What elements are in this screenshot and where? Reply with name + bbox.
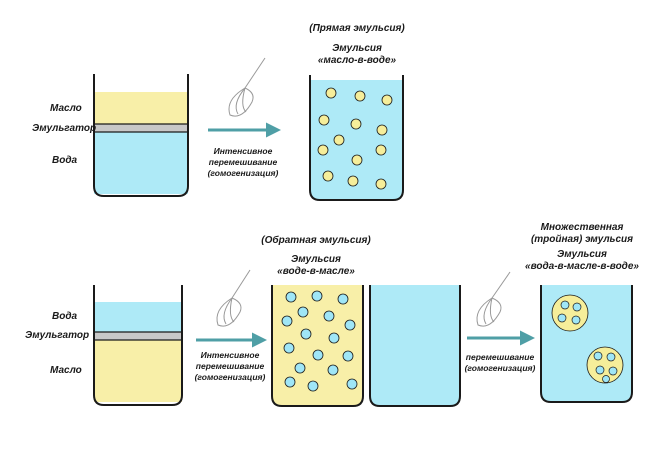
arrow-caption-bottom-left: Интенсивное перемешивание (гомогенизация…	[194, 350, 266, 382]
whisk-icon-top	[228, 57, 266, 117]
label-emulsifier-bottom: Эмульгатор	[25, 330, 90, 341]
heading-reverse-emulsion: (Обратная эмульсия)	[261, 235, 371, 246]
beaker-water-oil-bottom	[93, 285, 183, 406]
beaker-oil-water-top	[93, 74, 189, 197]
label-oil-bottom: Масло	[50, 365, 82, 376]
arrow-caption-top: Интенсивное перемешивание (гомогенизация…	[207, 146, 279, 178]
whisk-icon-bottom	[216, 269, 251, 327]
title-water-in-oil: Эмульсия «воде-в-масле»	[277, 254, 355, 277]
heading-direct-emulsion: (Прямая эмульсия)	[309, 23, 405, 34]
heading-multiple-emulsion: Множественная (тройная) эмульсия	[530, 222, 634, 245]
beaker-water	[369, 285, 461, 407]
beaker-oil-in-water	[309, 75, 404, 201]
title-water-in-oil-in-water: Эмульсия «вода-в-масле-в-воде»	[525, 249, 639, 272]
beaker-water-in-oil-in-water	[540, 285, 633, 403]
label-water-top: Вода	[52, 155, 78, 166]
whisk-icon-bottom-right	[476, 271, 511, 327]
title-oil-in-water: Эмульсия «масло-в-воде»	[317, 43, 397, 66]
multiple-droplet-1	[551, 294, 589, 332]
beaker-water-in-oil	[271, 285, 364, 407]
label-water-bottom: Вода	[52, 311, 78, 322]
label-emulsifier-top: Эмульгатор	[32, 123, 97, 134]
label-oil-top: Масло	[50, 103, 82, 114]
arrow-caption-bottom-right: перемешивание (гомогенизация)	[464, 352, 536, 373]
multiple-droplet-2	[586, 346, 624, 384]
